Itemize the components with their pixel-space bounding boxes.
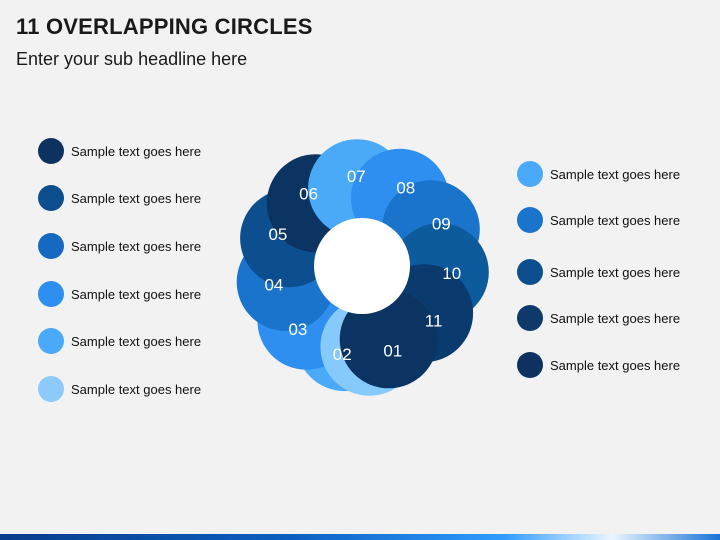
circle-label-06: 06 [299, 185, 318, 204]
circle-label-10: 10 [442, 264, 461, 283]
legend-dot [38, 138, 64, 164]
legend-left-item: Sample text goes here [38, 138, 201, 164]
page-subtitle: Enter your sub headline here [16, 49, 248, 69]
legend-right-item: Sample text goes here [517, 305, 680, 331]
center-hole [314, 218, 410, 314]
legend-dot [517, 352, 543, 378]
legend-text: Sample text goes here [550, 166, 681, 182]
legend-dot [517, 207, 543, 233]
circle-label-04: 04 [264, 275, 283, 294]
circle-label-03: 03 [288, 320, 307, 339]
legend-right-item: Sample text goes here [517, 352, 680, 378]
circle-label-02: 02 [333, 345, 352, 364]
legend-dot [517, 259, 543, 285]
legend-left-item: Sample text goes here [38, 376, 201, 402]
legend-left-item: Sample text goes here [38, 328, 201, 354]
legend-text: Sample text goes here [71, 190, 202, 206]
circle-label-01: 01 [383, 342, 402, 361]
circle-label-11: 11 [425, 312, 443, 331]
legend-left-item: Sample text goes here [38, 185, 201, 211]
legend-right-item: Sample text goes here [517, 207, 680, 233]
circle-01 [339, 290, 438, 389]
legend-text: Sample text goes here [550, 264, 681, 280]
legend-dot [38, 328, 64, 354]
legend-left-item: Sample text goes here [38, 281, 201, 307]
bottom-accent-bar [0, 534, 720, 540]
legend-dot [38, 185, 64, 211]
legend-text: Sample text goes here [71, 333, 202, 349]
legend-text: Sample text goes here [71, 238, 202, 254]
circle-label-07: 07 [347, 167, 366, 186]
legend-dot [517, 305, 543, 331]
legend-text: Sample text goes here [550, 310, 681, 326]
legend-left-item: Sample text goes here [38, 233, 201, 259]
circle-label-05: 05 [268, 225, 287, 244]
legend-text: Sample text goes here [71, 143, 202, 159]
legend-dot [38, 376, 64, 402]
legend-text: Sample text goes here [71, 381, 202, 397]
circle-label-08: 08 [396, 178, 415, 197]
legend-text: Sample text goes here [550, 212, 681, 228]
legend-text: Sample text goes here [71, 286, 202, 302]
circle-label-09: 09 [432, 215, 451, 234]
legend-dot [38, 281, 64, 307]
legend-right-item: Sample text goes here [517, 161, 680, 187]
page-title: 11 OVERLAPPING CIRCLES [16, 14, 313, 39]
legend-text: Sample text goes here [550, 357, 681, 373]
legend-dot [517, 161, 543, 187]
legend-right-item: Sample text goes here [517, 259, 680, 285]
legend-dot [38, 233, 64, 259]
